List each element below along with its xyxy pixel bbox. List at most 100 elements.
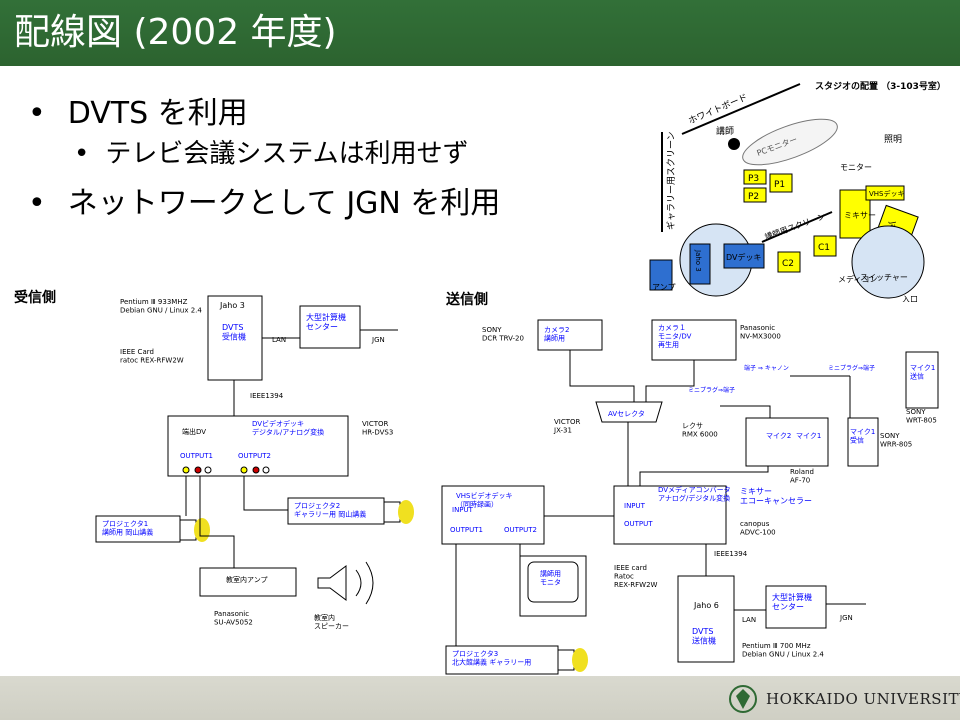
p2-box — [743, 187, 767, 203]
send-ieee1394-label: IEEE1394 — [714, 550, 748, 558]
bullet-mark: • — [28, 96, 46, 131]
vhs-label: VHSデッキ — [869, 189, 905, 198]
table-circle-right — [851, 225, 925, 299]
mic1-label: マイク1 — [796, 432, 821, 440]
output1-label: OUTPUT1 — [180, 452, 213, 460]
dvmc-output-label: OUTPUT — [624, 520, 653, 528]
c2-label: C2 — [782, 259, 794, 269]
monitor-label: モニター — [840, 163, 872, 172]
vhs-output1-label: OUTPUT1 — [450, 526, 483, 534]
footer-bar — [0, 676, 960, 720]
jaho3-box — [207, 295, 263, 381]
vhs-label: VHSビデオデッキ（同時録画） — [456, 491, 513, 508]
amp-box — [199, 567, 297, 597]
lighting-label: 照明 — [884, 134, 902, 145]
bullet-text: DVTS を利用 — [67, 96, 248, 131]
vhs-box — [865, 185, 905, 201]
c1-label: C1 — [818, 243, 830, 253]
whiteboard: ホワイトボード — [681, 83, 801, 135]
jaho3-label: Jaho 3 — [219, 301, 245, 310]
switcher-label: スイッチャー — [860, 273, 908, 282]
c2-box — [777, 251, 801, 273]
amp-box — [649, 259, 673, 291]
speaker-shape — [317, 565, 347, 601]
send-jgn-label: JGN — [839, 614, 853, 622]
cam2-box — [537, 319, 603, 351]
dvmc-label: DVメディアコンバータアナログ/デジタル変換 — [658, 485, 731, 502]
dv-deck-label: DVビデオデッキデジタル/アナログ変換 — [252, 419, 324, 436]
vhs-box — [441, 485, 545, 545]
bullet-dvts: • DVTS を利用 — [28, 88, 248, 132]
pc-monitor-area — [742, 118, 838, 166]
mic-box — [745, 417, 829, 467]
speaker-label: 教室内スピーカー — [314, 613, 349, 630]
bullet-mark: • — [28, 186, 46, 221]
send-center-box — [765, 585, 827, 629]
mixer-box — [839, 189, 871, 239]
center-box — [299, 305, 361, 349]
p1-label: P1 — [774, 180, 785, 190]
ieee1394-label: IEEE1394 — [250, 392, 284, 400]
vhs-output2-label: OUTPUT2 — [504, 526, 537, 534]
send-label: 送信側 — [445, 291, 488, 308]
title-bar — [0, 0, 960, 66]
mic1-send-box — [905, 351, 939, 409]
proj1-box — [95, 515, 181, 543]
av-selector-box — [595, 401, 663, 423]
entrance-label: 入口 — [902, 295, 918, 302]
send-center-label: 大型計算機センター — [772, 592, 812, 612]
dv-deck-box — [723, 243, 765, 269]
p2-label: P2 — [748, 192, 759, 202]
center-label: 大型計算機センター — [306, 312, 346, 332]
lecturer-monitor-label: 講師用モニタ — [540, 569, 561, 586]
slide-title: 配線図 (2002 年度) — [14, 12, 337, 53]
lan-label: LAN — [272, 336, 286, 344]
proj3-box — [445, 645, 559, 675]
lecturer-label: 講師 — [716, 125, 734, 137]
jaho6-label: Jaho 6 — [693, 601, 719, 610]
mic1-recv-box — [847, 417, 879, 467]
av-selector-label: AVセレクタ — [608, 409, 645, 418]
mini-plug-label: ミニプラグ⇒端子 — [688, 386, 735, 394]
mic2-label: マイク2 — [766, 432, 791, 440]
p3-label: P3 — [748, 174, 759, 184]
gallery-screen: ギャラリー用スクリーン — [661, 131, 677, 232]
jaho3-box — [689, 243, 711, 285]
bullet-no-tv-conf: •テレビ会議システムは利用せず — [74, 133, 469, 170]
mini-plug2-label: ミニプラグ⇒端子 — [828, 364, 875, 372]
bullet-mark: • — [74, 139, 90, 169]
jgn-label: JGN — [371, 336, 385, 344]
amp-label: アンプ — [652, 283, 675, 292]
cam1-box — [651, 319, 737, 361]
dvmc-input-label: INPUT — [624, 502, 646, 510]
jaho3-label: Jaho 3 — [694, 249, 702, 272]
proj2-box — [287, 497, 385, 525]
studio-title: スタジオの配置 （3-103号室） — [815, 80, 946, 92]
p3-box — [743, 169, 767, 185]
output2-label: OUTPUT2 — [238, 452, 271, 460]
vhs-input-label: INPUT — [452, 506, 474, 514]
dvmc-box — [613, 485, 727, 545]
